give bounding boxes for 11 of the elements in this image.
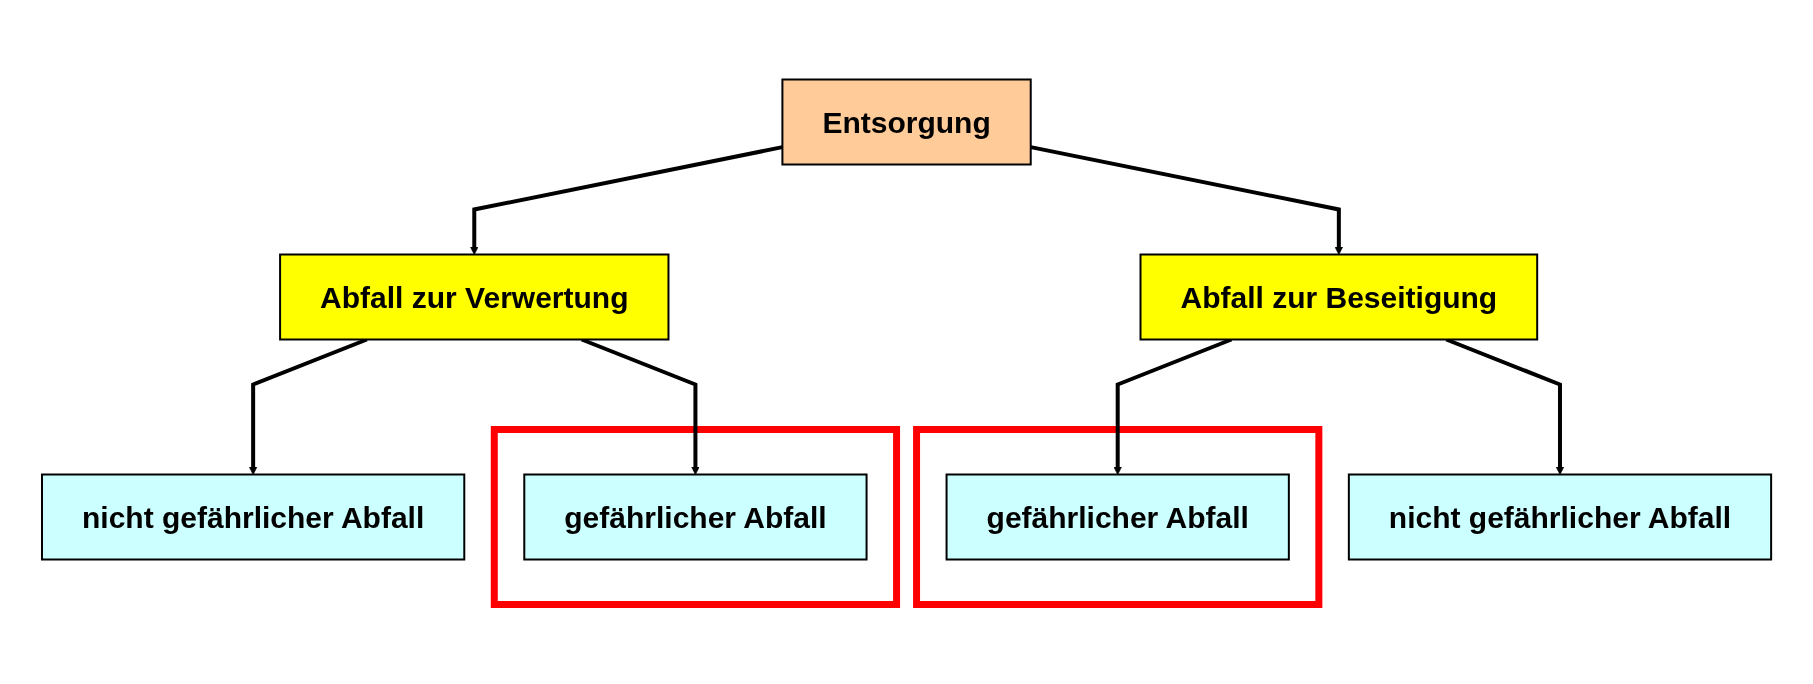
node-box: gefährlicher Abfall [945, 473, 1290, 561]
node-box: Entsorgung [781, 78, 1032, 166]
arrow [1030, 145, 1344, 255]
node-box: gefährlicher Abfall [523, 473, 868, 561]
cluster [913, 426, 1323, 608]
node-box: Abfall zur Beseitigung [1139, 253, 1539, 341]
node-box: nicht gefährlicher Abfall [1347, 473, 1773, 561]
node-box: Abfall zur Verwertung [279, 253, 670, 341]
arrow [469, 145, 783, 255]
node-box: nicht gefährlicher Abfall [40, 473, 466, 561]
cluster [490, 426, 900, 608]
